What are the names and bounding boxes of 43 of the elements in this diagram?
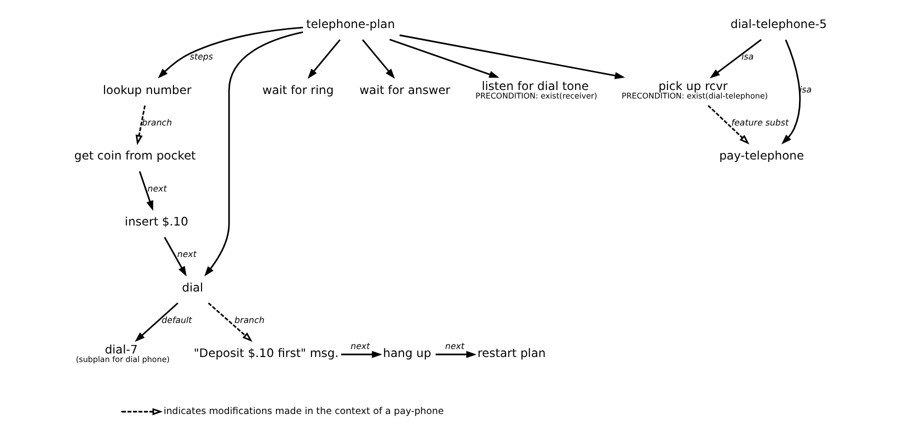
edge-label: feature subst — [731, 118, 789, 128]
edge-label: next — [177, 250, 197, 260]
arrow — [308, 39, 341, 79]
node-text: hang up — [383, 346, 432, 360]
arrow — [362, 39, 395, 79]
node-text: "Deposit $.10 first" msg. — [194, 346, 339, 360]
node-text: get coin from pocket — [74, 148, 196, 163]
node-text: dial-7 (subplan for dial phone) — [76, 342, 170, 364]
node-text: wait for ring — [262, 82, 334, 97]
edge-label: isa — [800, 86, 812, 96]
legend-label: indicates modifications made in the context of a pay-phone — [164, 406, 444, 418]
arrow — [136, 105, 146, 146]
arrow — [341, 350, 382, 358]
node-text: dial-telephone-5 — [730, 17, 827, 32]
arrow — [164, 236, 187, 277]
arrow — [708, 105, 750, 144]
arrow — [399, 34, 626, 80]
node-text: telephone-plan — [306, 17, 395, 32]
node-text: pick up rcvr PRECONDITION: exist(dial-telephone) — [622, 78, 768, 101]
edge-label: branch — [234, 316, 264, 326]
arrow — [710, 38, 762, 78]
node-text: dial — [182, 280, 204, 294]
node-text: lookup number — [102, 82, 192, 97]
arrow — [134, 302, 178, 342]
arrow — [208, 302, 252, 342]
arrow — [781, 39, 801, 144]
arrow — [158, 26, 304, 78]
node-text: restart plan — [477, 346, 546, 360]
node-text: pay-telephone — [719, 148, 804, 163]
arrow — [138, 171, 154, 211]
node-text: insert $.10 — [124, 214, 188, 229]
node-text: listen for dial tone PRECONDITION: exist(receiver) — [475, 78, 598, 101]
edge-label: branch — [142, 118, 172, 128]
arrow — [436, 350, 476, 358]
edge-label: isa — [742, 52, 754, 63]
edge-label: default — [162, 316, 192, 326]
edge-label: next — [445, 342, 464, 352]
edge-label: next — [350, 342, 370, 352]
arrow — [389, 38, 500, 78]
edge-label: next — [148, 184, 167, 194]
node-text: wait for answer — [360, 82, 450, 97]
arrow — [204, 31, 304, 276]
edge-label: steps — [190, 52, 213, 63]
